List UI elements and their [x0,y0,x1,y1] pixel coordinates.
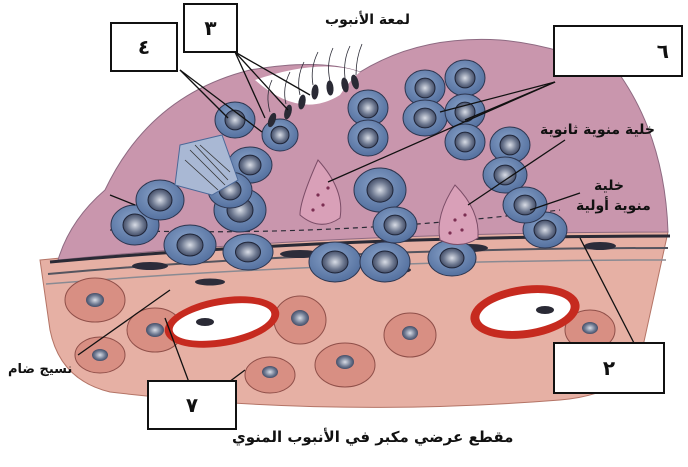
germ-cell-nucleus [384,215,406,235]
germ-cell-nucleus [358,98,378,118]
figure-caption: مقطع عرضي مكبر في الأنبوب المنوي [232,428,513,446]
germ-cell-nucleus [239,155,261,175]
germ-cell-nucleus [367,178,393,202]
germ-cell-nucleus [455,68,475,88]
lumen-label: لمعة الأنبوب [325,12,410,28]
connective-tissue-label: نسيج ضام [8,362,72,377]
secondary-spermatocyte-label: خلية منوية ثانوية [540,122,655,138]
germ-cell-nucleus [440,248,464,268]
primary-spermatocyte-label-line2: منوية أولية [576,198,651,214]
label-box-7: ٧ [147,380,237,430]
label-box-6: ٦ [553,25,683,77]
germ-cell-nucleus [415,78,435,98]
germ-cell-nucleus [534,220,556,240]
germ-cell-nucleus [414,108,436,128]
germ-cell-nucleus [514,195,536,215]
germ-cell-nucleus [236,242,261,262]
germ-cell-nucleus [225,110,245,130]
germ-cell-nucleus [322,251,348,273]
germ-cell-nucleus [358,128,378,148]
germ-cell-nucleus [455,132,475,152]
label-box-4: ٤ [110,22,178,72]
germ-cell-nucleus [148,189,172,211]
label-box-2: ٢ [553,342,665,394]
germ-cell-nucleus [123,214,147,236]
label-box-3: ٣ [183,3,238,53]
germ-cell-nucleus [271,126,289,144]
primary-spermatocyte-label-line1: خلية [594,178,624,194]
germ-cell-nucleus [177,234,203,256]
germ-cell-nucleus [500,135,520,155]
germ-cell-nucleus [373,251,398,273]
